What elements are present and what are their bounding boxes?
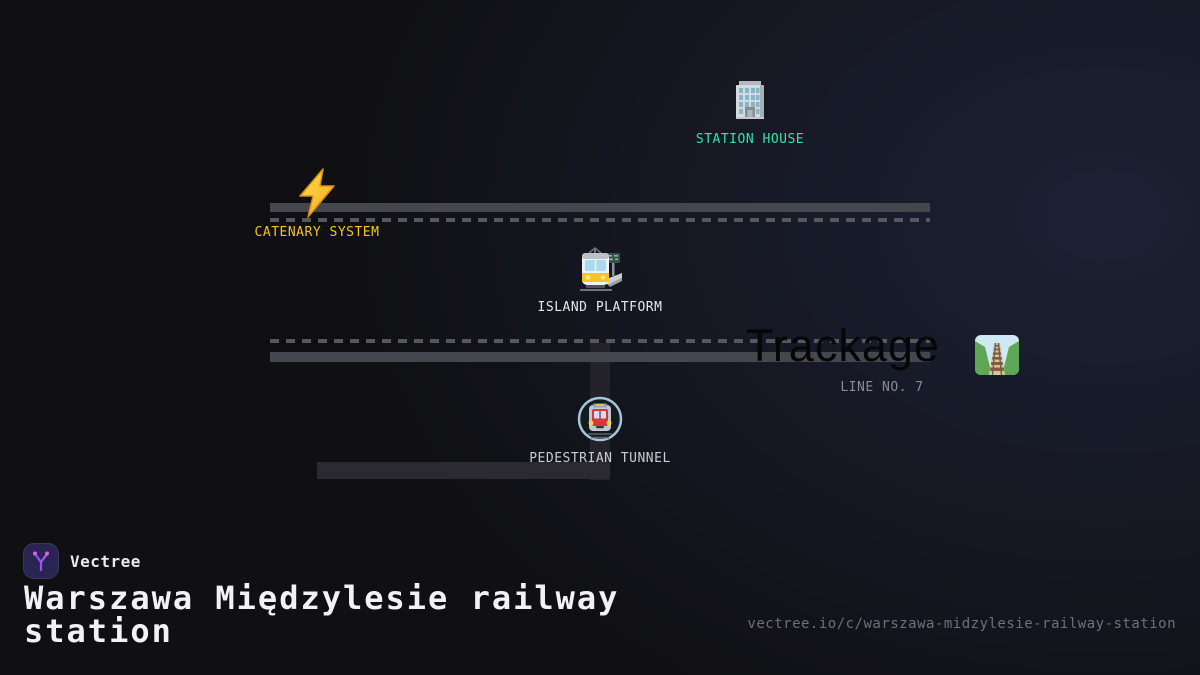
track-dashed-line	[270, 339, 930, 343]
catenary-system-label: CATENARY SYSTEM	[254, 225, 380, 240]
footer: Vectree Warszawa Międzylesie railway sta…	[0, 533, 1200, 675]
railway-track-icon	[975, 335, 1019, 375]
metro-icon	[576, 395, 624, 443]
line-number-label: LINE NO. 7	[840, 380, 924, 395]
catenary-dashed-line	[270, 218, 930, 222]
high-voltage-icon	[292, 167, 342, 219]
catenary-wire-bar	[270, 203, 930, 212]
track-solid-bar	[270, 352, 930, 362]
catenary-system-node: CATENARY SYSTEM	[217, 167, 417, 240]
trackage-title: Trackage	[746, 320, 940, 371]
brand-row: Vectree	[23, 543, 141, 579]
pedestrian-tunnel-horizontal-passage	[317, 462, 610, 479]
office-building-icon	[726, 76, 774, 124]
station-icon	[576, 244, 624, 292]
island-platform-label: ISLAND PLATFORM	[537, 300, 663, 315]
pedestrian-tunnel-node: PEDESTRIAN TUNNEL	[500, 395, 700, 466]
page-title: Warszawa Międzylesie railway station	[24, 579, 620, 650]
pedestrian-tunnel-label: PEDESTRIAN TUNNEL	[529, 451, 671, 466]
island-platform-node: ISLAND PLATFORM	[500, 244, 700, 315]
page-url: vectree.io/c/warszawa-midzylesie-railway…	[747, 616, 1176, 632]
brand-name: Vectree	[70, 551, 141, 571]
station-house-label: STATION HOUSE	[695, 132, 805, 147]
vectree-logo-icon	[23, 543, 59, 579]
station-house-node: STATION HOUSE	[650, 76, 850, 147]
